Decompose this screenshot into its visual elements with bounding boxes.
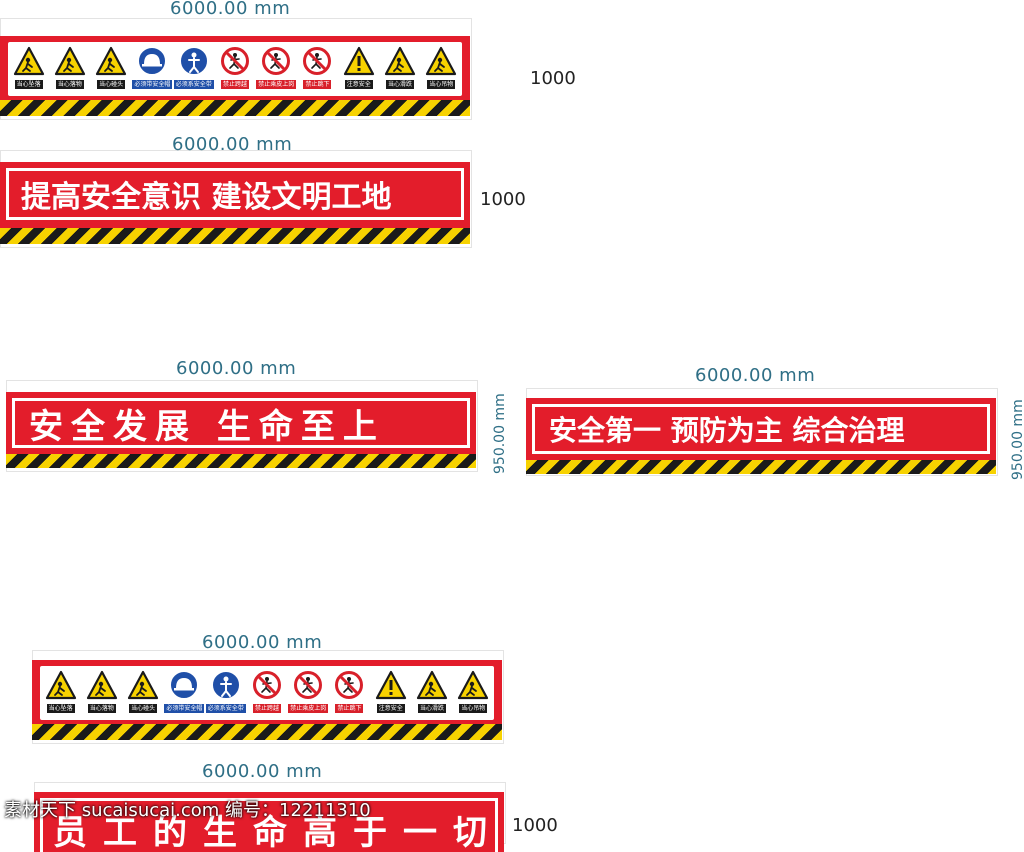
sign-caption: 当心坠落: [14, 80, 43, 89]
sign-caption: 当心滑跌: [386, 80, 415, 89]
head-bump-icon: [128, 670, 159, 700]
sign-caption: 禁止乘皮上岗: [288, 704, 329, 713]
hanging-load-icon: [458, 670, 489, 700]
safety-sign: 必须带安全帽: [164, 670, 205, 713]
safety-sign: 必须带安全帽: [132, 46, 173, 89]
sign-caption: 当心落物: [87, 704, 116, 713]
sign-caption: 禁止乘皮上岗: [256, 80, 297, 89]
sign-caption: 注意安全: [344, 80, 373, 89]
height-dimension-label: 1000: [512, 815, 558, 836]
sign-caption: 当心落物: [55, 80, 84, 89]
sign-caption: 当心坠落: [46, 704, 75, 713]
slogan-text: 安全发展 生命至上: [12, 398, 470, 448]
no-riding-icon: [262, 47, 291, 75]
hazard-stripe: [0, 100, 470, 116]
safety-sign: 当心吊物: [422, 46, 460, 89]
hanging-load-icon: [426, 46, 457, 76]
hazard-stripe: [0, 228, 470, 244]
safety-sign: 禁止跨越: [248, 670, 286, 713]
sign-caption: 当心碰头: [129, 704, 158, 713]
safety-sign: 禁止乘皮上岗: [288, 670, 329, 713]
harness-icon: [211, 671, 240, 699]
slogan-banner-3: 安全发展 生命至上: [6, 392, 476, 468]
width-dimension-label: 6000.00 mm: [695, 365, 816, 386]
height-dimension-label: 950.00 mm: [1010, 399, 1024, 480]
width-dimension-label: 6000.00 mm: [202, 761, 323, 782]
width-dimension-label: 6000.00 mm: [176, 358, 297, 379]
sign-caption: 必须系安全带: [205, 704, 246, 713]
falling-object-icon: [86, 670, 117, 700]
safety-sign: 必须系安全带: [205, 670, 246, 713]
safety-sign: 当心落物: [51, 46, 89, 89]
safety-signs-banner-2: 当心坠落 当心落物 当心碰头必须带安全帽必须系安全带禁止跨越禁止乘皮上岗禁止跳下 注意…: [32, 660, 502, 740]
sign-caption: 当心碰头: [97, 80, 126, 89]
sign-caption: 禁止跨越: [220, 80, 249, 89]
sign-caption: 注意安全: [376, 704, 405, 713]
sign-caption: 当心滑跌: [418, 704, 447, 713]
safety-sign: 注意安全: [340, 46, 378, 89]
sign-caption: 必须带安全帽: [132, 80, 173, 89]
safety-sign: 禁止跨越: [216, 46, 254, 89]
hazard-stripe: [32, 724, 502, 740]
width-dimension-label: 6000.00 mm: [202, 632, 323, 653]
fall-icon: [45, 670, 76, 700]
slogan-banner-2: 提高安全意识 建设文明工地: [0, 162, 470, 244]
fall-icon: [13, 46, 44, 76]
head-bump-icon: [96, 46, 127, 76]
width-dimension-label: 6000.00 mm: [170, 0, 291, 19]
slogan-text: 提高安全意识 建设文明工地: [6, 168, 464, 220]
safety-signs-banner-1: 当心坠落 当心落物 当心碰头必须带安全帽必须系安全带禁止跨越禁止乘皮上岗禁止跳下 注意…: [0, 36, 470, 116]
sign-caption: 必须带安全帽: [164, 704, 205, 713]
sign-caption: 禁止跳下: [303, 80, 332, 89]
safety-sign: 当心滑跌: [413, 670, 451, 713]
hazard-stripe: [526, 460, 996, 474]
sign-caption: 当心吊物: [427, 80, 456, 89]
hazard-stripe: [6, 454, 476, 468]
helmet-icon: [170, 671, 199, 699]
safety-sign: 当心坠落: [10, 46, 48, 89]
helmet-icon: [138, 47, 167, 75]
safety-sign: 禁止跳下: [330, 670, 368, 713]
no-riding-icon: [294, 671, 323, 699]
safety-sign: 必须系安全带: [173, 46, 214, 89]
sign-caption: 禁止跳下: [335, 704, 364, 713]
height-dimension-label: 950.00 mm: [492, 393, 508, 474]
safety-sign: 注意安全: [372, 670, 410, 713]
slogan-text: 安全第一 预防为主 综合治理: [532, 404, 990, 454]
safety-sign: 当心吊物: [454, 670, 492, 713]
safety-sign: 当心滑跌: [381, 46, 419, 89]
height-dimension-label: 1000: [480, 189, 526, 210]
safety-sign: 当心落物: [83, 670, 121, 713]
no-crossing-icon: [252, 671, 281, 699]
sign-panel: 当心坠落 当心落物 当心碰头必须带安全帽必须系安全带禁止跨越禁止乘皮上岗禁止跳下 注意…: [8, 42, 462, 96]
caution-icon: [343, 46, 374, 76]
caution-icon: [375, 670, 406, 700]
no-crossing-icon: [220, 47, 249, 75]
safety-sign: 当心碰头: [92, 46, 130, 89]
watermark: 素材天下 sucaisucai.com 编号：12211310: [4, 800, 371, 821]
safety-sign: 禁止跳下: [298, 46, 336, 89]
width-dimension-label: 6000.00 mm: [172, 134, 293, 155]
sign-caption: 必须系安全带: [173, 80, 214, 89]
slip-icon: [416, 670, 448, 700]
safety-sign: 禁止乘皮上岗: [256, 46, 297, 89]
safety-sign: 当心碰头: [124, 670, 162, 713]
no-jumping-icon: [303, 47, 332, 75]
sign-caption: 禁止跨越: [252, 704, 281, 713]
harness-icon: [179, 47, 208, 75]
falling-object-icon: [54, 46, 85, 76]
slogan-banner-4: 安全第一 预防为主 综合治理: [526, 398, 996, 474]
sign-caption: 当心吊物: [459, 704, 488, 713]
sign-panel: 当心坠落 当心落物 当心碰头必须带安全帽必须系安全带禁止跨越禁止乘皮上岗禁止跳下 注意…: [40, 666, 494, 720]
height-dimension-label: 1000: [530, 68, 576, 89]
slip-icon: [384, 46, 416, 76]
safety-sign: 当心坠落: [42, 670, 80, 713]
no-jumping-icon: [335, 671, 364, 699]
